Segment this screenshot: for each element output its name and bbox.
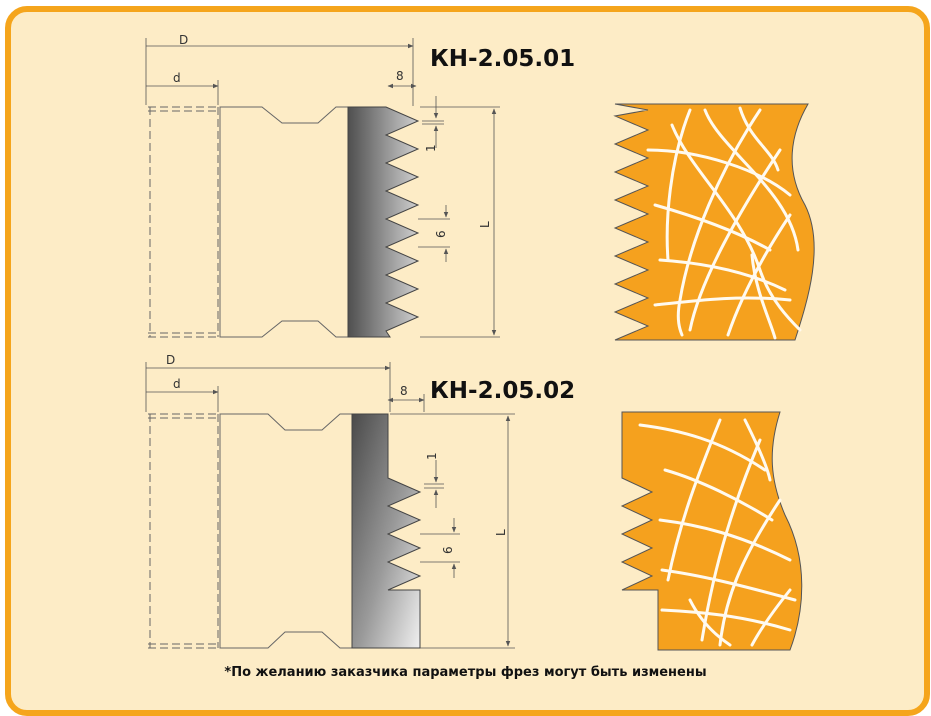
cutter-2-wood-grain <box>638 418 797 647</box>
cutter-2-model-title: КН-2.05.02 <box>430 378 575 404</box>
cutter-1-label-tooth-gap: 1 <box>424 144 438 152</box>
cutter-2-label-length: L <box>494 529 508 536</box>
cutter-1-wood-grain <box>646 106 802 340</box>
cutter-1-wood-profile <box>613 103 815 341</box>
cutter-2-label-tooth-gap: 1 <box>425 452 439 460</box>
cutter-1-model-title: КН-2.05.01 <box>430 46 575 72</box>
cutter-2-body <box>219 413 353 649</box>
cutter-1-label-length: L <box>478 221 492 228</box>
cutter-1-label-D: D <box>179 33 188 47</box>
cutter-2-drawing: D d 8 1 6 L КН-2.05.02 <box>145 353 575 649</box>
cutter-1-label-tooth-pitch: 6 <box>434 230 448 238</box>
cutter-2-bore <box>148 413 220 649</box>
cutter-1-body <box>219 106 349 338</box>
customization-note: *По желанию заказчика параметры фрез мог… <box>224 665 707 680</box>
cutter-1-teeth <box>347 106 420 338</box>
cutter-1-drawing: D d 8 1 6 L КН-2.05.01 <box>145 33 575 338</box>
cutter-2-teeth <box>351 413 422 649</box>
cutter-1-bore <box>148 106 220 338</box>
cutter-2-label-D: D <box>166 353 175 367</box>
cutter-2-label-tooth-width: 8 <box>400 384 408 398</box>
cutter-2-label-tooth-pitch: 6 <box>441 546 455 554</box>
cutter-1-label-d: d <box>173 71 181 85</box>
cutter-1-label-tooth-width: 8 <box>396 69 404 83</box>
cutter-2-wood-profile <box>620 411 803 651</box>
cutter-2-label-d: d <box>173 377 181 391</box>
